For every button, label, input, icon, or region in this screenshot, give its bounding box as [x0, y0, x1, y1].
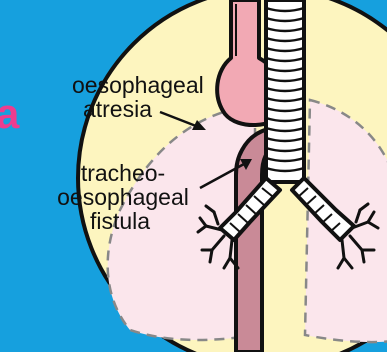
- atresia-label-line2: atresia: [60, 96, 152, 122]
- fistula-label-line1: tracheo-: [48, 160, 198, 186]
- trachea: [266, 0, 304, 182]
- fistula-label-line3: fistula: [60, 208, 180, 234]
- atresia-label-line1: oesophageal: [72, 72, 200, 98]
- partial-heading-letter: a: [0, 90, 19, 138]
- fistula-label-line2: oesophageal: [44, 184, 202, 210]
